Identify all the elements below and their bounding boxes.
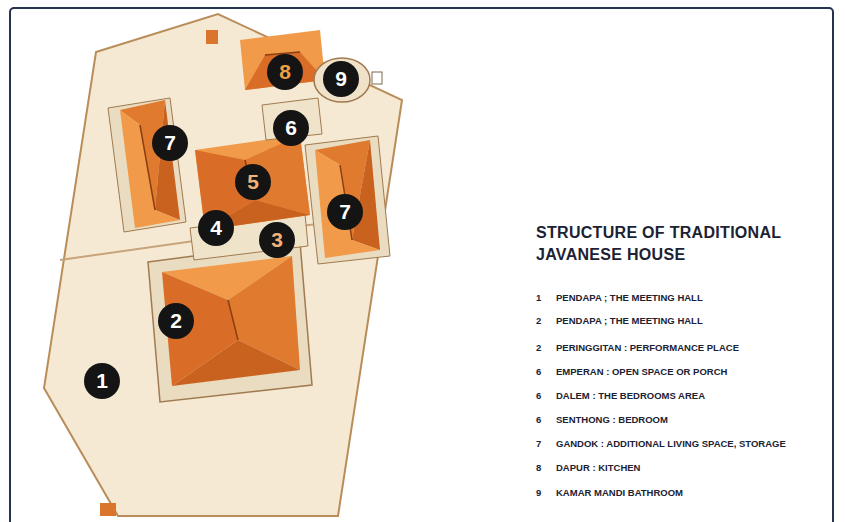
frame	[10, 8, 833, 522]
list-number: 1	[536, 292, 541, 303]
list-number: 2	[536, 342, 541, 353]
list-item: DAPUR : KITCHEN	[556, 462, 640, 473]
roof-face	[245, 52, 325, 90]
compound-ground	[44, 14, 402, 516]
list-item: DALEM : THE BEDROOMS AREA	[556, 390, 705, 401]
list-item: GANDOK : ADDITIONAL LIVING SPACE, STORAG…	[556, 438, 786, 449]
list-number: 6	[536, 366, 541, 377]
list-number: 8	[536, 462, 541, 473]
roof-ridge	[228, 300, 238, 340]
callout-number: 2	[158, 303, 194, 339]
roof-face	[240, 30, 325, 90]
callout-number: 1	[84, 363, 120, 399]
list-number: 6	[536, 414, 541, 425]
callout-number: 7	[152, 125, 188, 161]
list-item: PENDAPA ; THE MEETING HALL	[556, 292, 703, 303]
callout-number: 4	[198, 210, 234, 246]
list-item: SENTHONG : BEDROOM	[556, 414, 668, 425]
callout-number: 5	[235, 164, 271, 200]
list-item: KAMAR MANDI BATHROOM	[556, 487, 683, 498]
list-number: 9	[536, 487, 541, 498]
gandok-floor	[108, 98, 186, 232]
roof-face	[352, 140, 380, 250]
callout-number: 9	[323, 61, 359, 97]
list-number: 2	[536, 315, 541, 326]
well	[372, 72, 382, 84]
list-item: PENDAPA ; THE MEETING HALL	[556, 315, 703, 326]
list-item: PERINGGITAN : PERFORMANCE PLACE	[556, 342, 739, 353]
list-item: EMPERAN : OPEN SPACE OR PORCH	[556, 366, 727, 377]
pendapa-floor	[148, 242, 312, 402]
callout-number: 3	[259, 222, 295, 258]
callout-number: 7	[327, 194, 363, 230]
gate	[100, 503, 116, 516]
gandok-floor	[305, 136, 390, 264]
title: STRUCTURE OF TRADITIONAL JAVANESE HOUSE	[536, 222, 816, 267]
list-number: 7	[536, 438, 541, 449]
list-number: 6	[536, 390, 541, 401]
callout-number: 6	[273, 110, 309, 146]
bathroom-area	[314, 58, 370, 102]
callout-number: 8	[267, 54, 303, 90]
roof-face	[315, 150, 380, 258]
back-gate	[206, 30, 218, 44]
